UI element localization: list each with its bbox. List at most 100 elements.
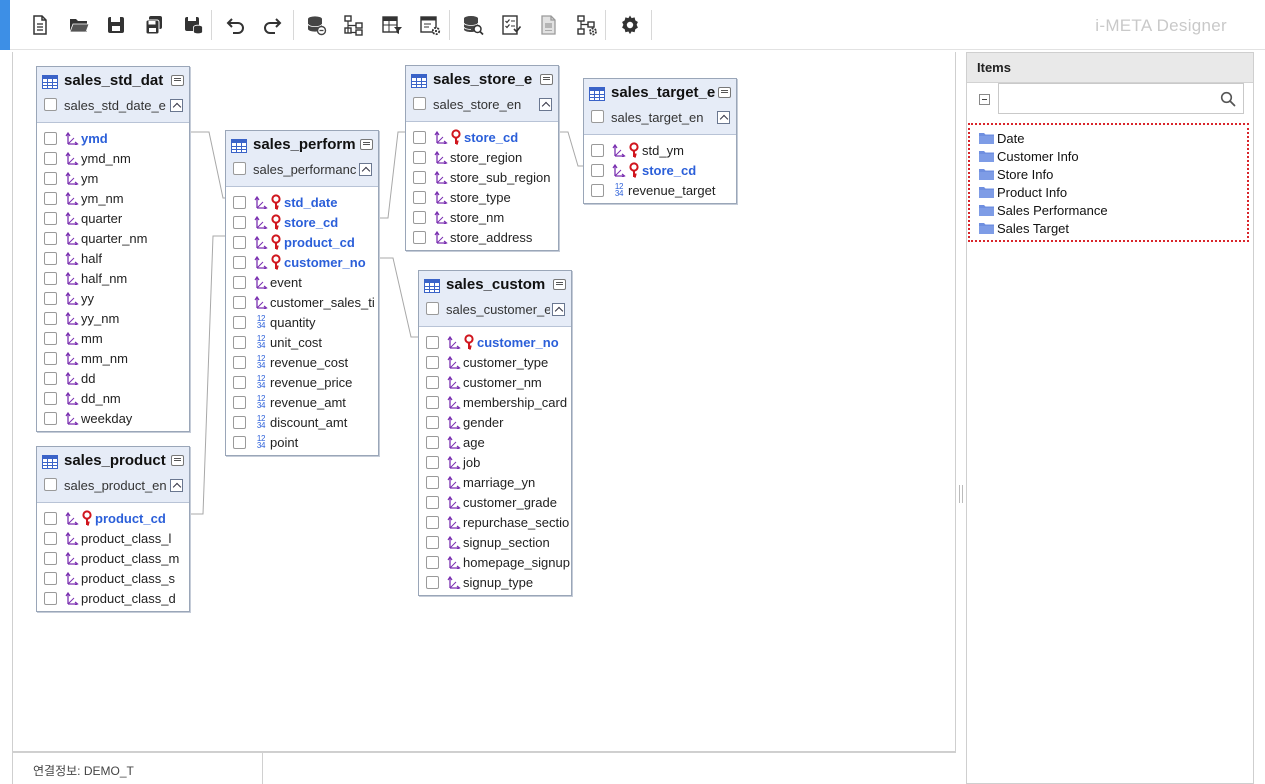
field-checkbox[interactable] bbox=[44, 331, 57, 345]
field-ym[interactable]: ym bbox=[37, 168, 189, 188]
field-checkbox[interactable] bbox=[44, 291, 57, 305]
save-all-button[interactable] bbox=[141, 11, 167, 39]
tree-item-customer-info[interactable]: Customer Info bbox=[970, 147, 1247, 165]
entity-select-checkbox[interactable] bbox=[426, 302, 439, 315]
field-checkbox[interactable] bbox=[44, 171, 57, 185]
field-dd_nm[interactable]: dd_nm bbox=[37, 388, 189, 408]
field-signup_section[interactable]: signup_section bbox=[419, 532, 571, 552]
field-checkbox[interactable] bbox=[413, 190, 426, 204]
collapse-all-button[interactable] bbox=[979, 94, 990, 105]
field-product_class_l[interactable]: product_class_l bbox=[37, 528, 189, 548]
search-input[interactable] bbox=[999, 84, 1209, 113]
field-quarter_nm[interactable]: quarter_nm bbox=[37, 228, 189, 248]
field-store_cd[interactable]: store_cd bbox=[406, 127, 558, 147]
tree-item-store-info[interactable]: Store Info bbox=[970, 165, 1247, 183]
field-yy[interactable]: yy bbox=[37, 288, 189, 308]
field-checkbox[interactable] bbox=[413, 170, 426, 184]
field-checkbox[interactable] bbox=[426, 415, 439, 429]
field-checkbox[interactable] bbox=[426, 475, 439, 489]
field-checkbox[interactable] bbox=[426, 375, 439, 389]
entity-menu-button[interactable] bbox=[553, 279, 566, 290]
field-store_region[interactable]: store_region bbox=[406, 147, 558, 167]
field-checkbox[interactable] bbox=[233, 335, 246, 349]
tree-item-date[interactable]: Date bbox=[970, 129, 1247, 147]
tree-item-sales-performance[interactable]: Sales Performance bbox=[970, 201, 1247, 219]
hierarchy-settings-button[interactable] bbox=[574, 11, 600, 39]
field-repurchase_sectio[interactable]: repurchase_sectio bbox=[419, 512, 571, 532]
field-product_class_d[interactable]: product_class_d bbox=[37, 588, 189, 608]
entity-select-checkbox[interactable] bbox=[44, 98, 57, 111]
field-customer_sales_ti[interactable]: customer_sales_ti bbox=[226, 292, 378, 312]
hierarchy-button[interactable] bbox=[341, 11, 367, 39]
field-ymd_nm[interactable]: ymd_nm bbox=[37, 148, 189, 168]
field-quarter[interactable]: quarter bbox=[37, 208, 189, 228]
field-product_class_m[interactable]: product_class_m bbox=[37, 548, 189, 568]
field-customer_grade[interactable]: customer_grade bbox=[419, 492, 571, 512]
field-checkbox[interactable] bbox=[233, 215, 246, 229]
field-checkbox[interactable] bbox=[233, 435, 246, 449]
field-checkbox[interactable] bbox=[233, 415, 246, 429]
field-checkbox[interactable] bbox=[413, 230, 426, 244]
field-checkbox[interactable] bbox=[426, 395, 439, 409]
field-signup_type[interactable]: signup_type bbox=[419, 572, 571, 592]
entity-menu-button[interactable] bbox=[171, 455, 184, 466]
field-checkbox[interactable] bbox=[44, 371, 57, 385]
field-checkbox[interactable] bbox=[233, 295, 246, 309]
field-checkbox[interactable] bbox=[44, 311, 57, 325]
entity-collapse-button[interactable] bbox=[539, 98, 552, 111]
field-membership_card[interactable]: membership_card bbox=[419, 392, 571, 412]
field-checkbox[interactable] bbox=[233, 195, 246, 209]
field-checkbox[interactable] bbox=[426, 435, 439, 449]
field-checkbox[interactable] bbox=[233, 375, 246, 389]
field-store_cd[interactable]: store_cd bbox=[226, 212, 378, 232]
field-checkbox[interactable] bbox=[426, 455, 439, 469]
field-customer_type[interactable]: customer_type bbox=[419, 352, 571, 372]
entity-collapse-button[interactable] bbox=[717, 111, 730, 124]
field-checkbox[interactable] bbox=[44, 131, 57, 145]
entity-select-checkbox[interactable] bbox=[233, 162, 246, 175]
field-age[interactable]: age bbox=[419, 432, 571, 452]
field-yy_nm[interactable]: yy_nm bbox=[37, 308, 189, 328]
field-store_cd[interactable]: store_cd bbox=[584, 160, 736, 180]
entity-select-checkbox[interactable] bbox=[591, 110, 604, 123]
field-customer_no[interactable]: customer_no bbox=[419, 332, 571, 352]
entity-collapse-button[interactable] bbox=[170, 99, 183, 112]
field-checkbox[interactable] bbox=[233, 355, 246, 369]
field-half_nm[interactable]: half_nm bbox=[37, 268, 189, 288]
tree-item-product-info[interactable]: Product Info bbox=[970, 183, 1247, 201]
search-icon[interactable] bbox=[1220, 91, 1236, 107]
field-store_nm[interactable]: store_nm bbox=[406, 207, 558, 227]
field-mm_nm[interactable]: mm_nm bbox=[37, 348, 189, 368]
new-document-button[interactable] bbox=[27, 11, 53, 39]
redo-button[interactable] bbox=[260, 11, 286, 39]
field-std_ym[interactable]: std_ym bbox=[584, 140, 736, 160]
field-checkbox[interactable] bbox=[233, 235, 246, 249]
field-store_type[interactable]: store_type bbox=[406, 187, 558, 207]
field-checkbox[interactable] bbox=[44, 571, 57, 585]
entity-menu-button[interactable] bbox=[718, 87, 731, 98]
field-homepage_signup[interactable]: homepage_signup bbox=[419, 552, 571, 572]
field-checkbox[interactable] bbox=[44, 391, 57, 405]
save-database-button[interactable] bbox=[180, 11, 206, 39]
undo-button[interactable] bbox=[222, 11, 248, 39]
field-customer_no[interactable]: customer_no bbox=[226, 252, 378, 272]
field-weekday[interactable]: weekday bbox=[37, 408, 189, 428]
database-search-button[interactable] bbox=[460, 11, 486, 39]
field-checkbox[interactable] bbox=[591, 183, 604, 197]
